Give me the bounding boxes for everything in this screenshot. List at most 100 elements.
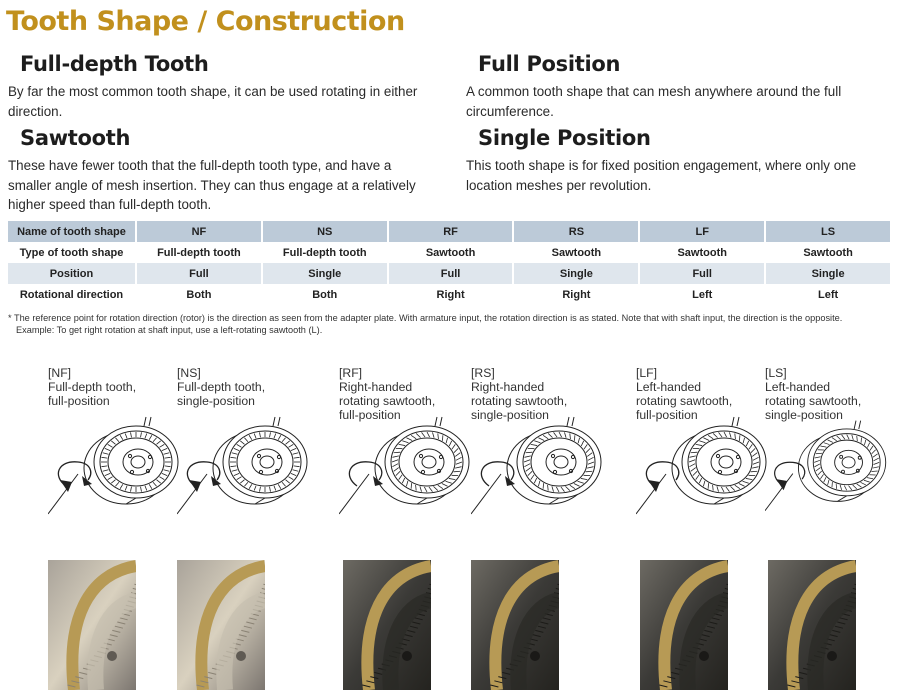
tooth-shape-table: Name of tooth shape NF NS RF RS LF LS Ty… bbox=[8, 221, 892, 305]
diagram-ns: [NS] Full-depth tooth, single-position bbox=[177, 366, 317, 526]
diagram-code: [NF] bbox=[48, 366, 72, 380]
clutch-photo bbox=[177, 560, 265, 690]
diagram-caption: [NF] Full-depth tooth, full-position bbox=[48, 366, 136, 408]
diagram-caption-line: single-position bbox=[177, 394, 255, 408]
tooth-ring bbox=[391, 431, 463, 493]
section-single-position: Single Position This tooth shape is for … bbox=[466, 126, 896, 195]
diagram-caption-line: Full-depth tooth, bbox=[48, 380, 137, 394]
diagram-code: [NS] bbox=[177, 366, 201, 380]
diagram-caption-line: rotating sawtooth, bbox=[471, 394, 568, 408]
heading-sawtooth: Sawtooth bbox=[20, 126, 131, 150]
table-header-cell: NS bbox=[261, 221, 389, 242]
photo-lf bbox=[640, 560, 728, 690]
clutch-photo bbox=[48, 560, 136, 690]
table-cell: Left bbox=[639, 284, 767, 305]
diagram-code: [LF] bbox=[636, 366, 657, 380]
clutch-drawing bbox=[636, 416, 767, 515]
rotation-arrow-icon bbox=[765, 461, 806, 511]
heading-full-depth-tooth: Full-depth Tooth bbox=[20, 52, 209, 76]
diagram-caption-line: full-position bbox=[636, 408, 698, 422]
table-header-cell: RS bbox=[513, 221, 641, 242]
tooth-ring bbox=[230, 432, 300, 492]
diagram-caption-line: Left-handed bbox=[636, 380, 702, 394]
table-row: Type of tooth shape Full-depth tooth Ful… bbox=[8, 242, 892, 263]
heading-full-position: Full Position bbox=[478, 52, 621, 76]
heading-single-position: Single Position bbox=[478, 126, 651, 150]
table-cell: Full-depth tooth bbox=[136, 242, 263, 263]
photo-ls bbox=[768, 560, 856, 690]
text-sawtooth: These have fewer tooth that the full-dep… bbox=[8, 158, 416, 212]
clutch-body bbox=[506, 416, 602, 505]
text-single-position: This tooth shape is for fixed position e… bbox=[466, 158, 857, 193]
table-cell: Right bbox=[387, 284, 515, 305]
table-header-cell: LS bbox=[765, 221, 892, 242]
diagram-nf: [NF] Full-depth tooth, full-position bbox=[48, 366, 188, 526]
tooth-ring bbox=[688, 431, 760, 493]
table-cell: Both bbox=[136, 284, 263, 305]
diagram-caption-line: full-position bbox=[48, 394, 110, 408]
clutch-photo bbox=[343, 560, 431, 690]
table-cell: Rotational direction bbox=[8, 284, 137, 305]
diagram-caption-line: Left-handed bbox=[765, 380, 831, 394]
diagram-caption-line: full-position bbox=[339, 408, 401, 422]
diagram-rs: [RS] Right-handed rotating sawtooth, sin… bbox=[471, 366, 611, 526]
clutch-drawing bbox=[765, 420, 887, 511]
table-cell: Full bbox=[639, 263, 767, 284]
table-row: Position Full Single Full Single Full Si… bbox=[8, 263, 892, 284]
table-cell: Full bbox=[136, 263, 263, 284]
table-cell: Sawtooth bbox=[639, 242, 767, 263]
table-header-cell: Name of tooth shape bbox=[8, 221, 137, 242]
table-cell: Sawtooth bbox=[765, 242, 892, 263]
clutch-drawing bbox=[48, 416, 179, 515]
clutch-body bbox=[83, 416, 179, 505]
clutch-photo bbox=[640, 560, 728, 690]
table-cell: Left bbox=[765, 284, 892, 305]
section-full-position: Full Position A common tooth shape that … bbox=[466, 52, 896, 121]
table-header-cell: NF bbox=[136, 221, 263, 242]
diagram-caption: [LF] Left-handed rotating sawtooth, full… bbox=[636, 366, 732, 422]
table-cell: Position bbox=[8, 263, 137, 284]
diagram-code: [RF] bbox=[339, 366, 363, 380]
diagram-caption: [RF] Right-handed rotating sawtooth, ful… bbox=[339, 366, 435, 422]
table-cell: Single bbox=[513, 263, 641, 284]
photo-ns bbox=[177, 560, 265, 690]
table-header-row: Name of tooth shape NF NS RF RS LF LS bbox=[8, 221, 892, 242]
table-cell: Single bbox=[261, 263, 389, 284]
table-cell: Sawtooth bbox=[513, 242, 641, 263]
note-line: * The reference point for rotation direc… bbox=[8, 313, 843, 323]
clutch-photo bbox=[768, 560, 856, 690]
text-full-depth-tooth: By far the most common tooth shape, it c… bbox=[8, 84, 418, 119]
note-line: Example: To get right rotation at shaft … bbox=[16, 325, 323, 335]
diagram-caption: [LS] Left-handed rotating sawtooth, sing… bbox=[765, 366, 861, 422]
diagram-caption: [NS] Full-depth tooth, single-position bbox=[177, 366, 265, 408]
diagram-lf: [LF] Left-handed rotating sawtooth, full… bbox=[636, 366, 776, 526]
photo-rf bbox=[343, 560, 431, 690]
diagram-caption: [RS] Right-handed rotating sawtooth, sin… bbox=[471, 366, 567, 422]
rotation-arrow-icon bbox=[636, 461, 680, 515]
table-cell: Type of tooth shape bbox=[8, 242, 137, 263]
clutch-drawing bbox=[339, 416, 470, 515]
page-title: Tooth Shape / Construction bbox=[6, 6, 405, 37]
diagram-caption-line: single-position bbox=[765, 408, 843, 422]
diagram-caption-line: Full-depth tooth, bbox=[177, 380, 266, 394]
table-cell: Single bbox=[765, 263, 892, 284]
text-full-position: A common tooth shape that can mesh anywh… bbox=[466, 84, 842, 119]
photo-rs bbox=[471, 560, 559, 690]
section-sawtooth: Sawtooth These have fewer tooth that the… bbox=[8, 126, 438, 215]
diagram-caption-line: Right-handed bbox=[339, 380, 413, 394]
diagram-caption-line: rotating sawtooth, bbox=[765, 394, 862, 408]
diagram-caption-line: rotating sawtooth, bbox=[339, 394, 436, 408]
clutch-drawing bbox=[471, 416, 602, 515]
photo-nf bbox=[48, 560, 136, 690]
clutch-photo bbox=[471, 560, 559, 690]
rotation-note: * The reference point for rotation direc… bbox=[8, 312, 898, 336]
diagram-code: [LS] bbox=[765, 366, 787, 380]
table-cell: Full bbox=[387, 263, 515, 284]
clutch-body bbox=[671, 416, 767, 505]
diagram-caption-line: rotating sawtooth, bbox=[636, 394, 733, 408]
diagram-ls: [LS] Left-handed rotating sawtooth, sing… bbox=[765, 366, 900, 526]
diagram-rf: [RF] Right-handed rotating sawtooth, ful… bbox=[339, 366, 479, 526]
table-cell: Full-depth tooth bbox=[261, 242, 389, 263]
rotation-arrow-icon bbox=[339, 461, 383, 515]
table-cell: Both bbox=[261, 284, 389, 305]
